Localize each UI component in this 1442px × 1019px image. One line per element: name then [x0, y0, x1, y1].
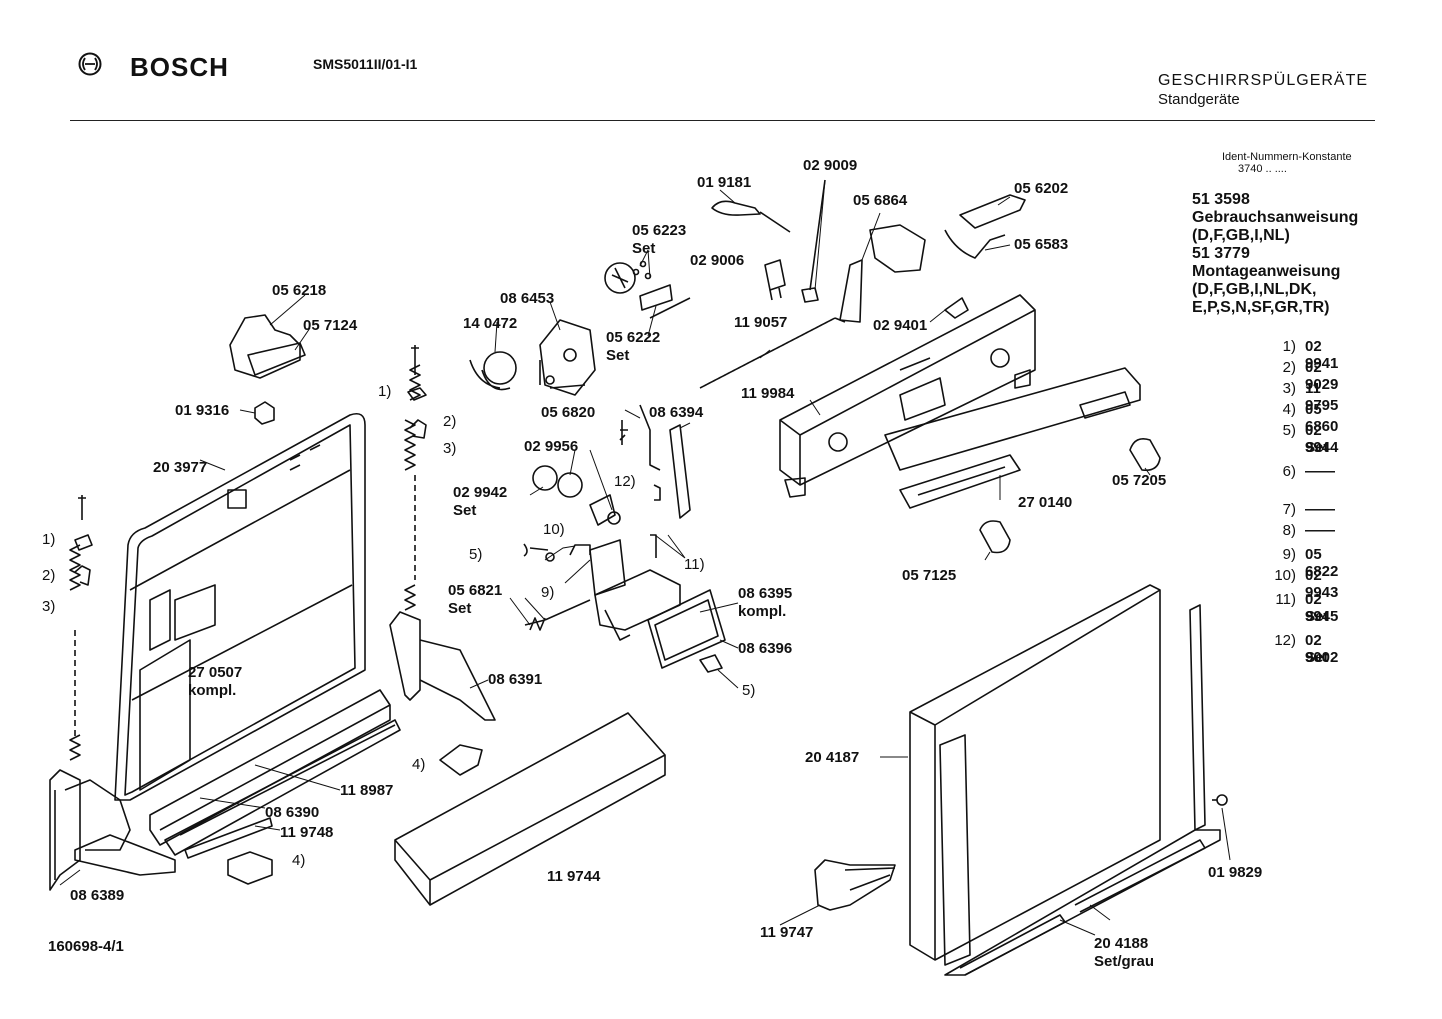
part-label: 05 6202: [1014, 180, 1069, 197]
part-label: 27 0507 kompl.: [188, 664, 243, 699]
part-label: 08 6453: [500, 290, 555, 307]
part-label: 11 9748: [280, 824, 334, 841]
part-label: 05 7124: [303, 317, 358, 334]
part-label: 11 9057: [734, 314, 788, 331]
callout-label: 3): [42, 598, 56, 615]
part-label: 08 6390: [265, 804, 320, 821]
legend-value: ——: [1305, 501, 1335, 518]
callout-label: 2): [42, 567, 56, 584]
legend-value: 02 9029: [1305, 359, 1339, 393]
control-panel-drawing: [779, 294, 1036, 498]
outer-door-panel-drawing: [909, 584, 1221, 976]
legend-key: 4): [1282, 401, 1296, 418]
legend-key: 8): [1282, 522, 1296, 539]
part-label: 05 6218: [272, 282, 327, 299]
legend-value: 05 6860: [1305, 401, 1339, 435]
part-label: 08 6395 kompl.: [738, 585, 793, 620]
callout-label: 9): [541, 584, 555, 601]
part-label: 08 6394: [649, 404, 704, 421]
part-label: 08 6396: [738, 640, 793, 657]
gasket-strip-drawing: [184, 817, 273, 859]
callout-label: 3): [443, 440, 457, 457]
legend-value: ——: [1305, 522, 1335, 539]
part-label: 20 3977: [153, 459, 208, 476]
category-title: GESCHIRRSPÜLGERÄTE: [1158, 72, 1369, 89]
part-label: 01 9829: [1208, 864, 1263, 881]
left-hinge-drawing: [49, 769, 176, 891]
legend-value: 02 9941: [1305, 338, 1339, 372]
part-label: 05 6820: [541, 404, 596, 421]
callout-label: 4): [412, 756, 426, 773]
part-label: 11 9984: [741, 385, 795, 402]
header-divider: [70, 120, 1375, 121]
document-id: 160698-4/1: [48, 938, 124, 955]
part-label: 01 9316: [175, 402, 230, 419]
callout-label: 1): [42, 531, 56, 548]
ident-label: Ident-Nummern-Konstante: [1222, 151, 1352, 163]
part-label: 05 6222 Set: [606, 329, 661, 364]
part-label: 08 6391: [488, 671, 543, 688]
legend-key: 6): [1282, 463, 1296, 480]
part-label: 01 9181: [697, 174, 752, 191]
callout-label: 5): [742, 682, 756, 699]
model-number: SMS5011II/01-I1: [313, 56, 418, 72]
legend-extra: Set: [1305, 439, 1329, 456]
legend-key: 11): [1275, 591, 1296, 608]
legend-key: 3): [1282, 380, 1296, 397]
part-label: 27 0140: [1018, 494, 1073, 511]
ident-value: 3740 .. ....: [1238, 163, 1287, 175]
legend-key: 7): [1282, 501, 1296, 518]
callout-label: 10): [543, 521, 565, 538]
part-label: 05 7205: [1112, 472, 1167, 489]
legend-key: 10): [1274, 567, 1296, 584]
bosch-logo-icon: [78, 52, 102, 76]
part-label: 14 0472: [463, 315, 518, 332]
legend-extra: Set: [1305, 649, 1329, 666]
part-label: 02 9942 Set: [453, 484, 508, 519]
part-label: 11 8987: [340, 782, 394, 799]
brand-name: BOSCH: [130, 52, 229, 82]
callout-label: 12): [614, 473, 636, 490]
legend-extra: Set: [1305, 608, 1329, 625]
part-label: 05 6821 Set: [448, 582, 503, 617]
legend-key: 5): [1282, 422, 1296, 439]
kick-plate-drawing: [394, 712, 666, 906]
part-label: 20 4188 Set/grau: [1094, 935, 1155, 970]
part-label: 08 6389: [70, 887, 125, 904]
legend-key: 2): [1282, 359, 1296, 376]
door-bottom-trough-drawing: [149, 689, 401, 856]
part-label: 11 9744: [547, 868, 601, 885]
legend-key: 9): [1282, 546, 1296, 563]
door-inner-panel-drawing: [114, 412, 366, 801]
legend-value: 02 9002: [1305, 632, 1339, 666]
part-label: 05 6864: [853, 192, 908, 209]
part-label: 02 9956: [524, 438, 579, 455]
part-label: 20 4187: [805, 749, 860, 766]
legend-value: ——: [1305, 463, 1335, 480]
callout-label: 11): [684, 556, 705, 573]
part-label: 05 7125: [902, 567, 957, 584]
callout-label: 1): [378, 383, 392, 400]
part-label: 02 9009: [803, 157, 858, 174]
part-label: 05 6583: [1014, 236, 1069, 253]
left-spring-drawing: [69, 544, 81, 591]
legend-value: 05 6822: [1305, 546, 1339, 580]
legend-value: 11 9795: [1305, 380, 1339, 414]
callout-label: 5): [469, 546, 483, 563]
legend-key: 12): [1274, 632, 1296, 649]
part-label: 05 6223 Set: [632, 222, 687, 257]
callout-label: 2): [443, 413, 457, 430]
legend-value: 02 9943: [1305, 567, 1339, 601]
category-subtitle: Standgeräte: [1158, 91, 1240, 108]
legend-value: 02 9945: [1305, 591, 1339, 625]
legend-key: 1): [1282, 338, 1296, 355]
callout-label: 4): [292, 852, 306, 869]
legend-value: 02 9944: [1305, 422, 1339, 456]
part-label: 02 9401: [873, 317, 928, 334]
document-list: 51 3598 Gebrauchsanweisung (D,F,GB,I,NL)…: [1192, 191, 1359, 316]
part-label: 02 9006: [690, 252, 745, 269]
part-label: 11 9747: [760, 924, 814, 941]
